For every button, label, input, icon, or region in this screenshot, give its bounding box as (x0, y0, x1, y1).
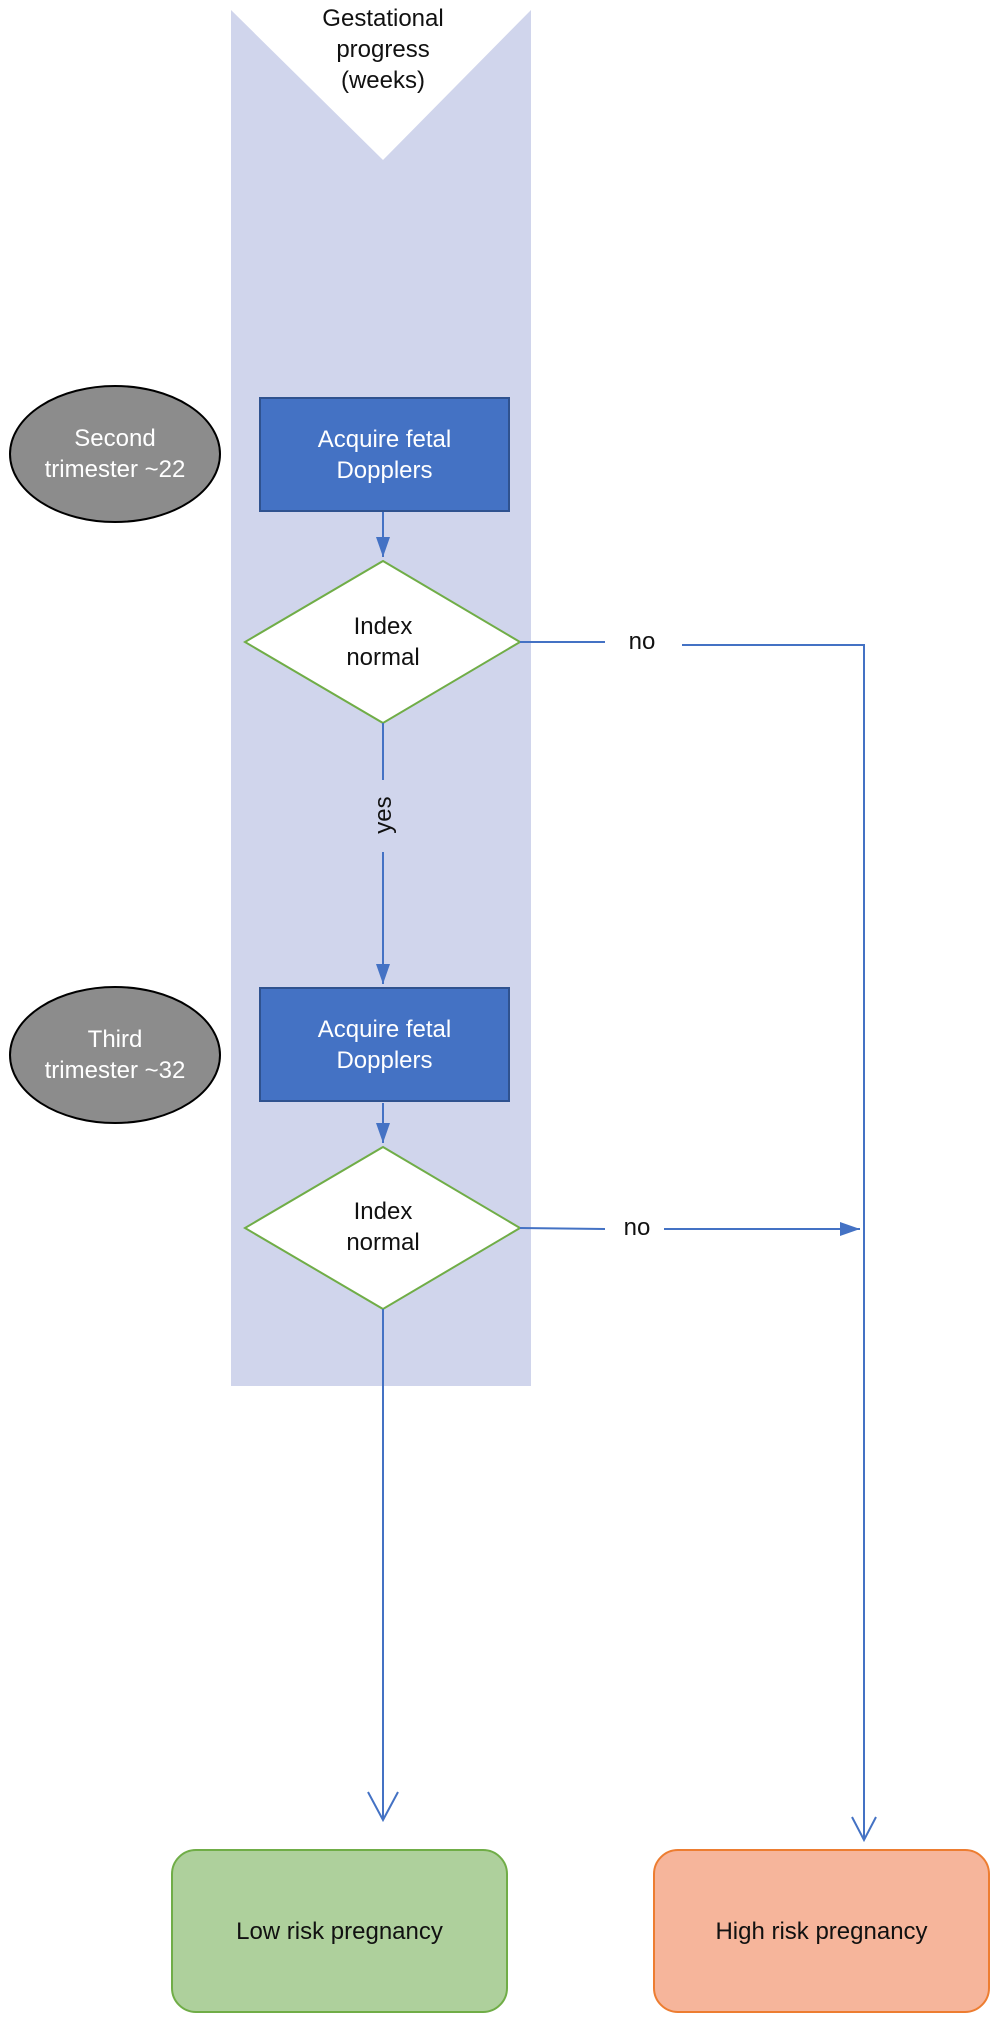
low-risk-label: Low risk pregnancy (236, 1917, 443, 1945)
timeline-label: Gestational progress (weeks) (322, 4, 444, 94)
third-trimester-label: Third trimester ~32 (44, 1026, 186, 1084)
acquire-dopplers-box-1 (259, 397, 510, 512)
no-connector-2-left (519, 1227, 606, 1230)
high-risk-arrowhead (851, 1816, 877, 1843)
high-risk-label: High risk pregnancy (715, 1917, 928, 1945)
acquire-dopplers-box-2 (259, 987, 510, 1102)
no-label-1: no (628, 627, 656, 655)
index-normal-label-2: Index normal (346, 1198, 420, 1256)
second-trimester-label: Second trimester ~22 (44, 425, 186, 483)
no-connector-1-right (682, 644, 865, 1280)
yes-label: yes (369, 796, 397, 834)
index-normal-label-1: Index normal (346, 613, 420, 671)
high-risk-box (653, 1849, 990, 2013)
third-trimester-ellipse (9, 986, 221, 1124)
low-risk-arrowhead (367, 1791, 399, 1823)
acquire-dopplers-label-1: Acquire fetal Dopplers (317, 425, 452, 484)
low-risk-box (171, 1849, 508, 2013)
no-label-2: no (623, 1213, 651, 1241)
acquire-dopplers-label-2: Acquire fetal Dopplers (317, 1015, 452, 1074)
second-trimester-ellipse (9, 385, 221, 523)
